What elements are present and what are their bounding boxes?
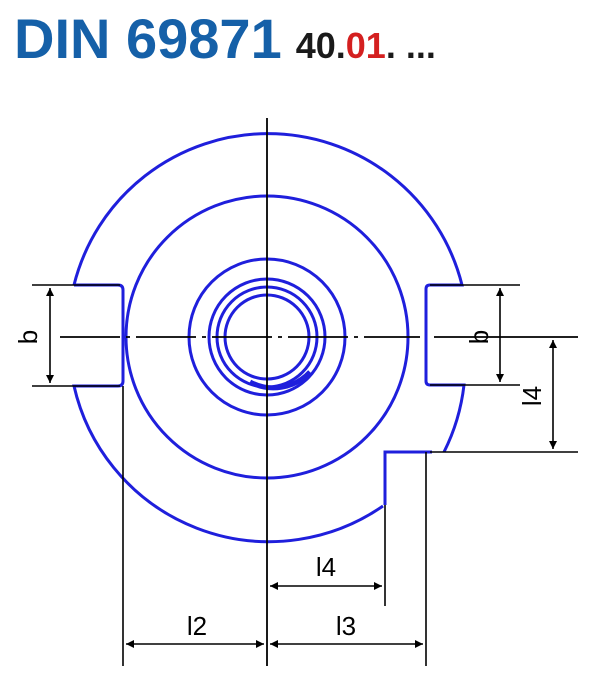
l4-vertical-label: l4 bbox=[517, 386, 547, 406]
header: DIN 69871 40.01. ... bbox=[14, 6, 436, 76]
part-code: 40.01. ... bbox=[296, 25, 436, 66]
b-left-label: b bbox=[13, 330, 43, 344]
orientation-notch bbox=[383, 450, 432, 505]
center-lines bbox=[60, 118, 578, 666]
part-code-prefix: 40. bbox=[295, 25, 346, 66]
flange-outer-contour bbox=[72, 132, 466, 544]
part-code-suffix: . ... bbox=[385, 25, 436, 66]
l4-horizontal-label: l4 bbox=[316, 552, 336, 582]
l2-label: l2 bbox=[187, 611, 207, 641]
part-code-highlight: 01 bbox=[345, 25, 386, 66]
b-right-label: b bbox=[464, 330, 494, 344]
dimension-lines bbox=[32, 284, 578, 666]
thread-end-arc bbox=[248, 370, 312, 391]
l3-label: l3 bbox=[336, 611, 356, 641]
standard-title: DIN 69871 bbox=[14, 7, 282, 70]
